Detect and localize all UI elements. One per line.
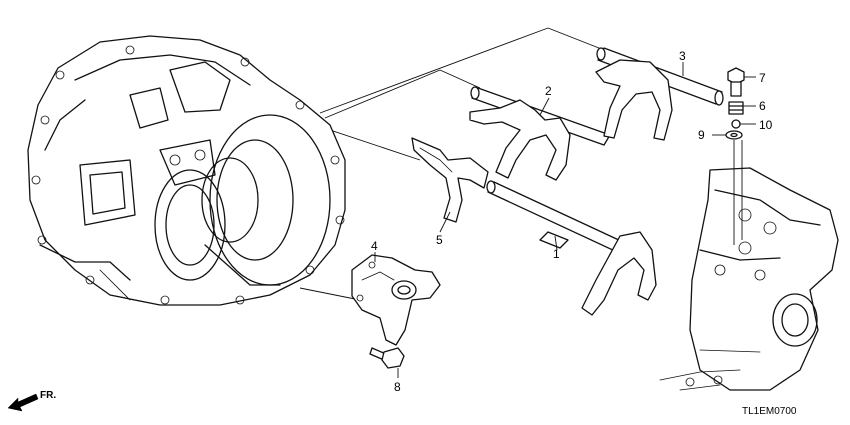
interlock-bracket-4: [351, 254, 441, 346]
bolt-8: [369, 347, 405, 369]
callout-1: 1: [553, 247, 560, 261]
callout-9: 9: [698, 128, 705, 142]
transmission-housing-right: [659, 140, 839, 391]
callout-5: 5: [436, 233, 443, 247]
bolt-7: [727, 67, 745, 97]
transmission-case: [27, 35, 346, 306]
callout-2: 2: [545, 84, 552, 98]
callout-labels: 1 2 3 4 5 6 7 8 9 10: [371, 49, 773, 394]
callout-10: 10: [759, 118, 773, 132]
callout-6: 6: [759, 99, 766, 113]
callout-leaders: [374, 62, 756, 378]
diagram-code: TL1EM0700: [742, 406, 797, 417]
shift-fork-shaft-1: [486, 180, 657, 316]
front-direction-arrow: FR.: [7, 390, 56, 412]
front-direction-label: FR.: [40, 390, 56, 401]
washer-9: [725, 130, 743, 140]
shift-fork-shaft-3: [595, 47, 724, 141]
callout-3: 3: [679, 49, 686, 63]
spring-6: [728, 101, 744, 115]
ball-10: [731, 119, 741, 129]
callout-8: 8: [394, 380, 401, 394]
shift-fork-5: [411, 137, 489, 223]
callout-7: 7: [759, 71, 766, 85]
callout-4: 4: [371, 239, 378, 253]
shift-fork-shaft-2: [469, 86, 611, 181]
